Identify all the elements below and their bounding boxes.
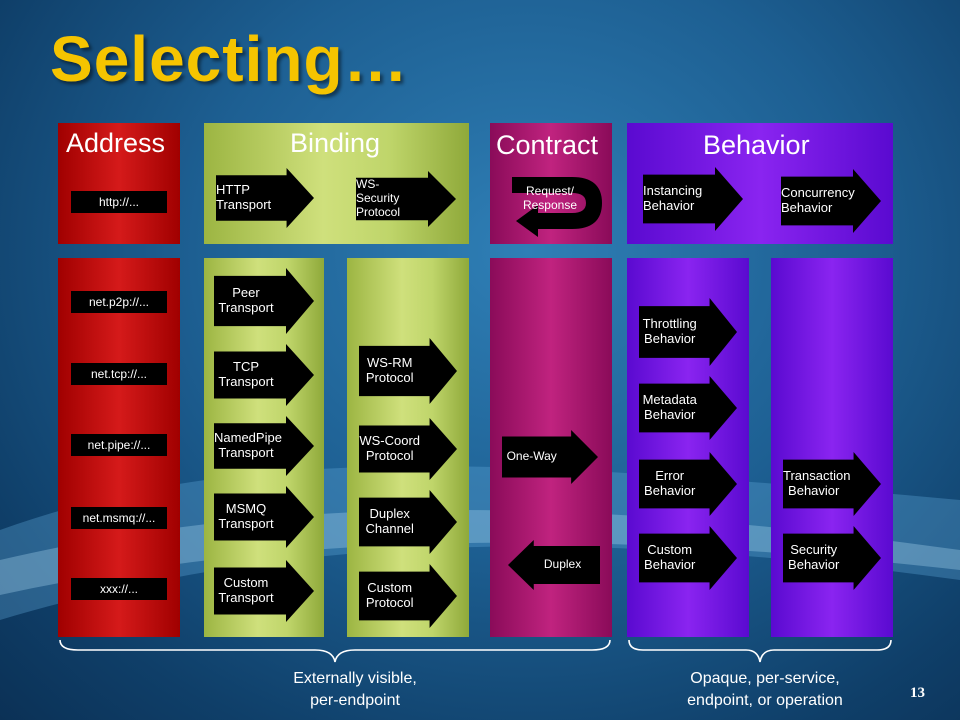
address-custom: xxx://... [71, 578, 167, 600]
binding-ws-security: WS-Security Protocol [356, 171, 456, 227]
address-nettcp: net.tcp://... [71, 363, 167, 385]
behavior-error: Error Behavior [639, 452, 737, 516]
behavior-metadata: Metadata Behavior [639, 376, 737, 440]
address-top-panel: Address http://... [58, 123, 180, 244]
behavior-left-panel: Throttling Behavior Metadata Behavior Er… [627, 258, 749, 637]
address-bottom-panel: net.p2p://... net.tcp://... net.pipe://.… [58, 258, 180, 637]
binding-duplex-channel: Duplex Channel [359, 490, 457, 554]
caption-opaque: Opaque, per-service, endpoint, or operat… [687, 670, 843, 709]
contract-one-way: One-Way [502, 430, 598, 484]
request-response-icon [512, 177, 602, 237]
binding-custom-protocol: Custom Protocol [359, 564, 457, 628]
binding-tcp-transport: TCP Transport [214, 344, 314, 406]
binding-top-panel: Binding HTTP Transport WS-Security Proto… [204, 123, 469, 244]
address-netpipe: net.pipe://... [71, 434, 167, 456]
binding-title: Binding [290, 128, 381, 158]
binding-http-transport: HTTP Transport [216, 168, 314, 228]
binding-transport-panel: Peer Transport TCP Transport NamedPipe T… [204, 258, 324, 637]
behavior-concurrency: Concurrency Behavior [781, 169, 881, 233]
contract-duplex: Duplex [508, 540, 600, 590]
behavior-throttling: Throttling Behavior [639, 298, 737, 366]
left-brace [59, 639, 611, 663]
contract-bottom-panel: One-Way Duplex [490, 258, 612, 637]
behavior-instancing: Instancing Behavior [643, 167, 743, 231]
behavior-top-panel: Behavior Instancing Behavior Concurrency… [627, 123, 893, 244]
behavior-security: Security Behavior [783, 526, 881, 590]
address-title: Address [66, 128, 166, 158]
binding-wsrm-protocol: WS-RM Protocol [359, 338, 457, 404]
binding-protocol-panel: WS-RM Protocol WS-Coord Protocol Duplex … [347, 258, 469, 637]
binding-msmq-transport: MSMQ Transport [214, 486, 314, 548]
contract-top-panel: Contract Request/ Response [490, 123, 612, 244]
behavior-custom: Custom Behavior [639, 526, 737, 590]
binding-peer-transport: Peer Transport [214, 268, 314, 334]
slide-title: Selecting… [50, 23, 409, 95]
page-number: 13 [910, 685, 925, 701]
contract-title: Contract [496, 130, 599, 160]
binding-custom-transport: Custom Transport [214, 560, 314, 622]
right-brace [628, 639, 892, 663]
address-netmsmq: net.msmq://... [71, 507, 167, 529]
caption-externally-visible: Externally visible, per-endpoint [293, 670, 417, 709]
binding-namedpipe-transport: NamedPipe Transport [214, 416, 314, 476]
address-netp2p: net.p2p://... [71, 291, 167, 313]
contract-request-response: Request/ Response [522, 184, 578, 212]
behavior-right-panel: Transaction Behavior Security Behavior [771, 258, 893, 637]
behavior-title: Behavior [703, 130, 810, 160]
address-http: http://... [71, 191, 167, 213]
behavior-transaction: Transaction Behavior [783, 452, 881, 516]
binding-wscoord-protocol: WS-Coord Protocol [359, 418, 457, 480]
